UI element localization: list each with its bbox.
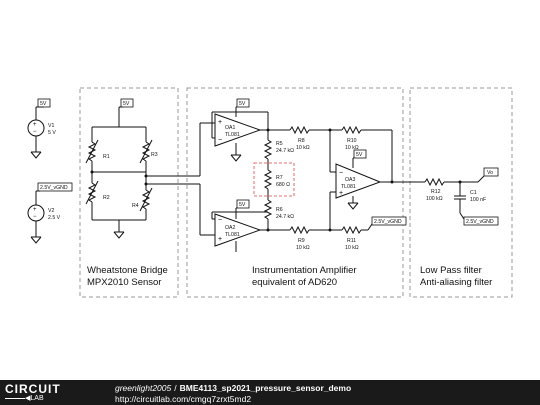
c1-ref-net: 2.5V_vGND <box>463 216 499 226</box>
capacitor-c1[interactable]: C1 100 nF <box>454 182 486 220</box>
c1-value: 100 nF <box>470 197 486 203</box>
resistor-r9[interactable]: R9 10 kΩ <box>289 225 310 251</box>
r1-label: R1 <box>103 154 110 160</box>
credit-separator: / <box>174 383 177 393</box>
r6-name: R6 <box>276 207 283 213</box>
credit-line: greenlight2005/BME4113_sp2021_pressure_s… <box>115 383 351 393</box>
circuitlab-logo[interactable]: CIRCUIT ◀LAB <box>5 382 61 402</box>
output-label: Vo <box>487 170 493 176</box>
svg-text:−: − <box>33 214 37 220</box>
oa3-ref-net: 2.5V_vGND <box>371 216 407 226</box>
svg-text:+: + <box>33 122 37 128</box>
wheatstone-bridge: 5V R1 R2 R3 R4 <box>85 98 158 239</box>
r7-value: 680 Ω <box>276 182 290 188</box>
v2-name: V2 <box>48 208 54 214</box>
filter-section-title: Low Pass filter <box>420 265 482 276</box>
oa3-part: TL081 <box>341 184 356 190</box>
logo-text-top: CIRCUIT <box>5 382 61 396</box>
footer-bar: CIRCUIT ◀LAB greenlight2005/BME4113_sp20… <box>0 380 540 405</box>
r7-highlight <box>253 162 295 197</box>
r11-name: R11 <box>347 238 356 244</box>
output-net: Vo <box>483 167 499 177</box>
oa3-supply-label: 5V <box>356 152 363 158</box>
r4-label: R4 <box>132 203 139 209</box>
r5-name: R5 <box>276 141 283 147</box>
r2-label: R2 <box>103 195 110 201</box>
svg-text:+: + <box>218 236 222 243</box>
schematic-canvas: Wheatstone Bridge MPX2010 Sensor Instrum… <box>27 87 513 298</box>
voltage-source-v2[interactable]: 2.5V_vGND + − V2 2.5 V <box>27 182 73 244</box>
filter-section-box <box>409 87 513 298</box>
svg-text:−: − <box>218 217 222 224</box>
author-link[interactable]: greenlight2005 <box>115 383 172 393</box>
oa3-ref-label: 2.5V_vGND <box>374 219 402 225</box>
r5-value: 24.7 kΩ <box>276 148 294 154</box>
svg-text:−: − <box>218 137 222 144</box>
filter-section-subtitle: Anti-aliasing filter <box>420 277 492 288</box>
r9-value: 10 kΩ <box>296 245 310 251</box>
oa2-supply-label: 5V <box>239 202 246 208</box>
svg-text:+: + <box>33 207 37 213</box>
opamp-oa3[interactable]: 5V − + OA3 TL081 <box>335 149 382 210</box>
resistor-r11[interactable]: R11 10 kΩ <box>341 225 362 251</box>
r11-value: 10 kΩ <box>345 245 359 251</box>
svg-text:+: + <box>339 190 343 197</box>
resistor-r5[interactable]: R5 24.7 kΩ <box>263 136 294 170</box>
r7-name: R7 <box>276 175 283 181</box>
opamp-oa1[interactable]: 5V + − OA1 TL081 <box>214 98 262 162</box>
r6-value: 24.7 kΩ <box>276 214 294 220</box>
bridge-section-box <box>79 87 179 298</box>
resistor-r12[interactable]: R12 100 kΩ <box>424 177 445 202</box>
oa1-part: TL081 <box>225 132 240 138</box>
svg-text:−: − <box>339 170 343 177</box>
svg-text:−: − <box>33 129 37 135</box>
oa1-supply-label: 5V <box>239 101 246 107</box>
circuit-title[interactable]: BME4113_sp2021_pressure_sensor_demo <box>179 383 352 393</box>
svg-text:+: + <box>218 119 222 126</box>
resistor-r6[interactable]: R6 24.7 kΩ <box>263 199 294 230</box>
r12-value: 100 kΩ <box>426 196 443 202</box>
oa3-name: OA3 <box>345 177 355 183</box>
r10-name: R10 <box>347 138 357 144</box>
bridge-section-subtitle: MPX2010 Sensor <box>87 277 161 288</box>
r10-value: 10 kΩ <box>345 145 359 151</box>
v2-value: 2.5 V <box>48 215 61 221</box>
amplifier-section-title: Instrumentation Amplifier <box>252 265 357 276</box>
bridge-supply-label: 5V <box>123 101 130 107</box>
resistor-r7[interactable]: R7 680 Ω <box>263 169 290 200</box>
oa2-name: OA2 <box>225 225 235 231</box>
bridge-section-title: Wheatstone Bridge <box>87 265 168 276</box>
oa2-part: TL081 <box>225 232 240 238</box>
r9-name: R9 <box>298 238 305 244</box>
r8-name: R8 <box>298 138 305 144</box>
amplifier-section-subtitle: equivalent of AD620 <box>252 277 337 288</box>
oa1-name: OA1 <box>225 125 235 131</box>
c1-ref-label: 2.5V_vGND <box>466 219 494 225</box>
logo-text-bottom: LAB <box>30 395 44 402</box>
resistor-r8[interactable]: R8 10 kΩ <box>289 125 310 151</box>
r8-value: 10 kΩ <box>296 145 310 151</box>
v1-value: 5 V <box>48 130 56 136</box>
r12-name: R12 <box>431 189 441 195</box>
r3-label: R3 <box>151 152 158 158</box>
opamp-oa2[interactable]: 5V − + OA2 TL081 <box>214 199 262 252</box>
v2-net-label: 2.5V_vGND <box>40 185 68 191</box>
voltage-source-v1[interactable]: 5V + − V1 5 V <box>27 98 56 159</box>
circuit-url[interactable]: http://circuitlab.com/cmgq7zrxt5md2 <box>115 394 252 404</box>
c1-name: C1 <box>470 190 477 196</box>
v1-name: V1 <box>48 123 54 129</box>
amplifier-section-box <box>186 87 404 298</box>
v1-net-label: 5V <box>40 101 47 107</box>
resistor-r10[interactable]: R10 10 kΩ <box>341 125 362 151</box>
